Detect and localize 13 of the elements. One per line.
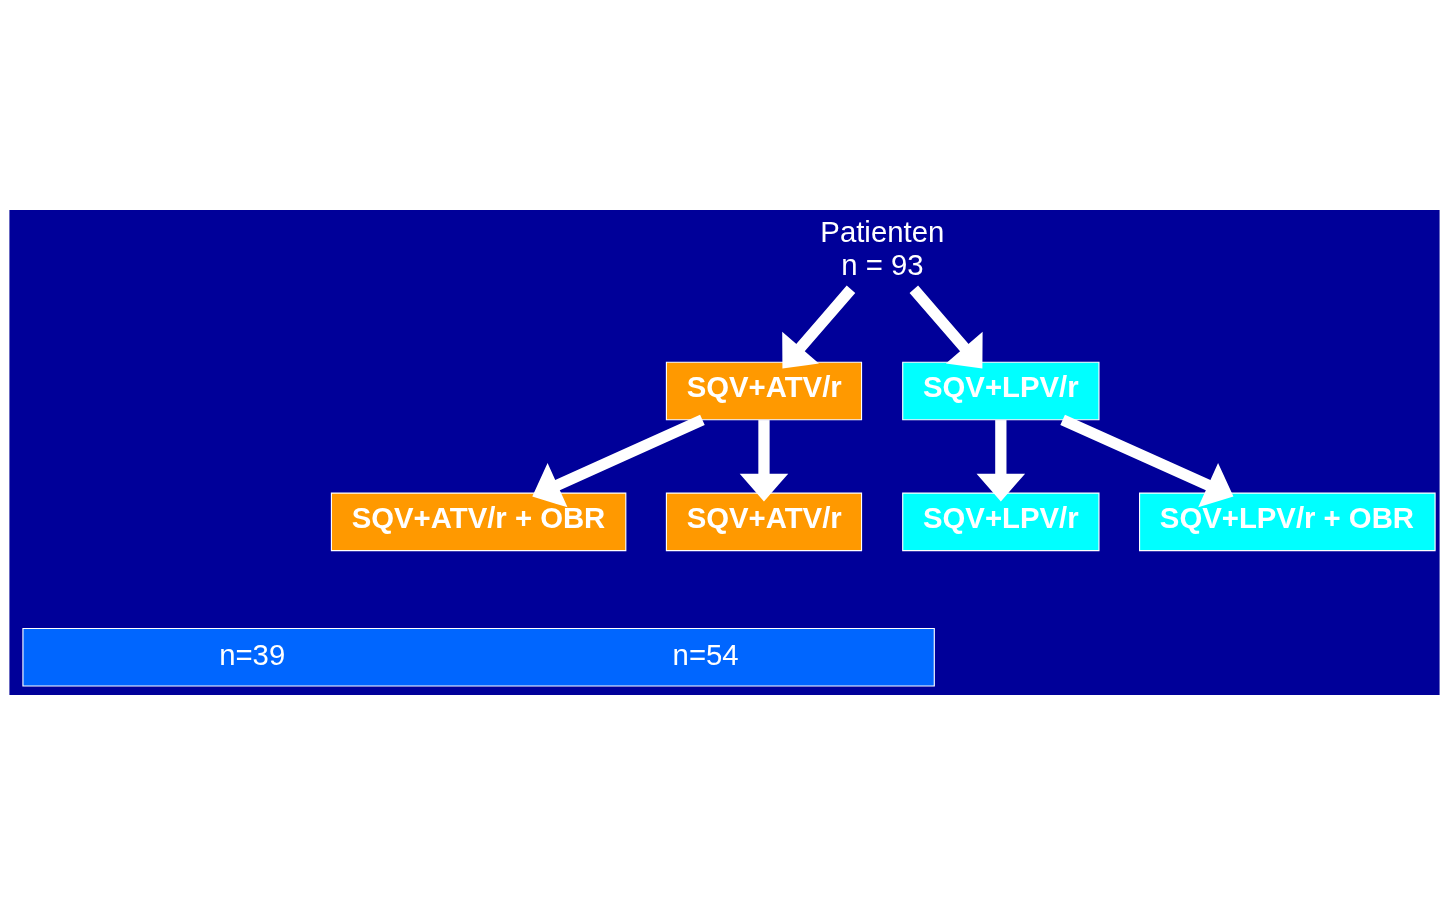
arrow: [1060, 414, 1234, 508]
arrow: [782, 285, 856, 369]
arrow: [976, 420, 1026, 502]
arrow: [739, 420, 789, 502]
node-box: SQV+LPV/r: [902, 492, 1100, 552]
node-box: SQV+ATV/r: [665, 361, 863, 421]
node-text: Patienten n = 93: [820, 215, 945, 282]
arrow: [909, 285, 983, 369]
node-box: SQV+LPV/r + OBR: [1139, 492, 1436, 552]
node-box: SQV+ATV/r: [665, 492, 863, 552]
node-box: SQV+LPV/r: [902, 361, 1100, 421]
arrow: [532, 414, 705, 508]
node-box: SQV+ATV/r + OBR: [330, 492, 627, 552]
